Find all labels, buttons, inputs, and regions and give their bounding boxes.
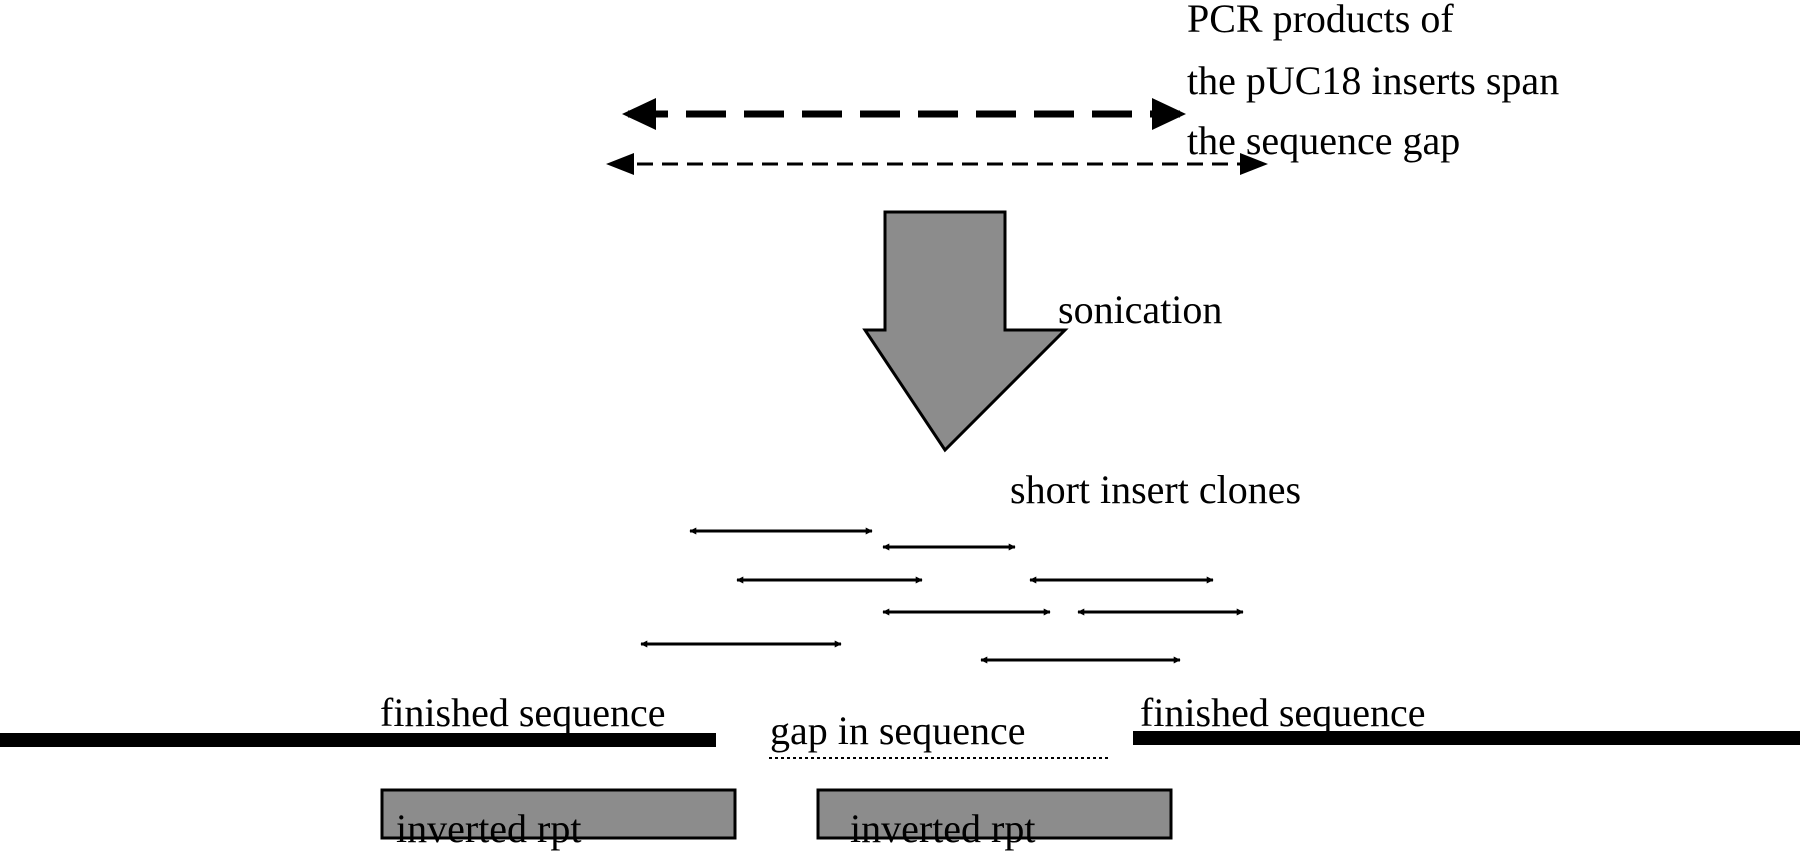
inverted-rpt-label-left: inverted rpt xyxy=(396,806,582,851)
pcr-arrowhead-left-2 xyxy=(606,153,634,175)
pcr-products-label: PCR products of the pUC18 inserts span t… xyxy=(1187,0,1569,163)
sequence-line-group: finished sequence gap in sequence finish… xyxy=(0,690,1800,759)
down-arrow-icon xyxy=(862,210,1069,453)
inverted-rpt-box-right xyxy=(816,788,1173,840)
pcr-arrowhead-right-2 xyxy=(1240,153,1268,175)
inverted-rpt-box-left xyxy=(380,788,737,840)
sonication-label: sonication xyxy=(1058,287,1222,332)
short-insert-clones-group xyxy=(640,527,1244,664)
pcr-products-group: PCR products of the pUC18 inserts span t… xyxy=(606,0,1569,175)
finished-sequence-bar-right xyxy=(1133,731,1800,745)
pcr-label-line-2: the pUC18 inserts span xyxy=(1187,58,1559,103)
pcr-arrowhead-left xyxy=(622,98,656,130)
pcr-arrowhead-right xyxy=(1152,98,1186,130)
pcr-label-line-1: PCR products of xyxy=(1187,0,1454,41)
pcr-label-line-3: the sequence gap xyxy=(1187,118,1460,163)
finished-sequence-bar-left xyxy=(0,733,716,747)
finished-sequence-label-left: finished sequence xyxy=(380,690,665,735)
short-insert-clones-label: short insert clones xyxy=(1010,467,1301,512)
inverted-rpt-label-right: inverted rpt xyxy=(850,806,1036,851)
inverted-repeats-group: inverted rpt inverted rpt xyxy=(380,788,1173,851)
gap-in-sequence-label: gap in sequence xyxy=(770,708,1025,753)
finished-sequence-label-right: finished sequence xyxy=(1140,690,1425,735)
